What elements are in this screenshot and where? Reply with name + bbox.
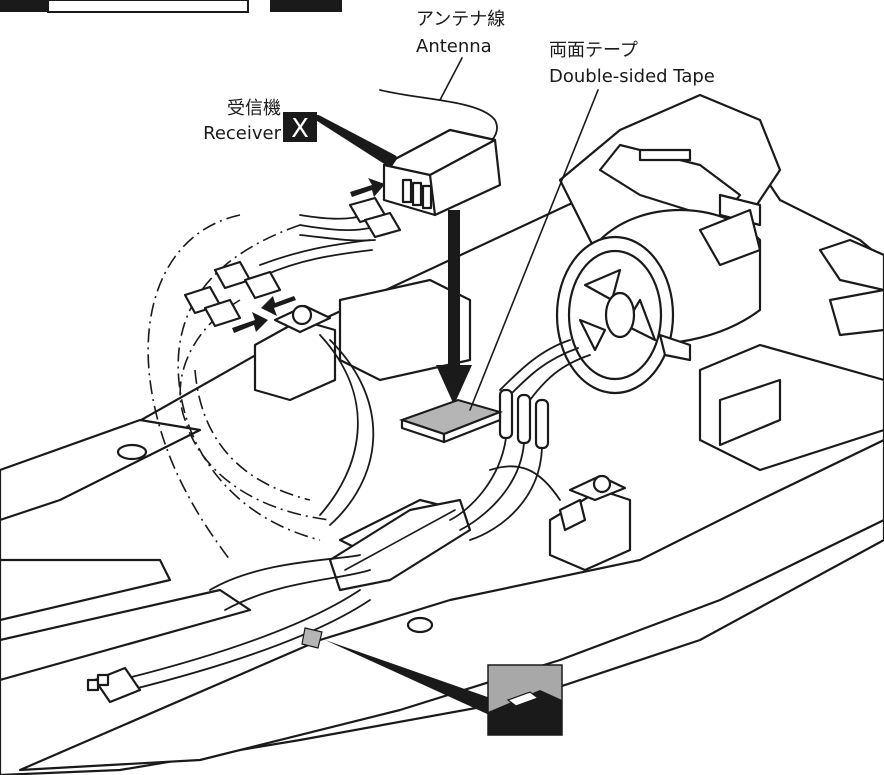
- labels: アンテナ線 Antenna 両面テープ Double-sided Tape 受信…: [203, 9, 715, 144]
- receiver-x-marker: X: [283, 112, 317, 144]
- speed-controller: [328, 498, 472, 592]
- battery-connector: [86, 666, 142, 704]
- plug-arrows: [232, 178, 385, 333]
- receiver-label-en: Receiver: [203, 123, 281, 144]
- top-left-step-boxes: [0, 0, 342, 13]
- leader-lines: [315, 57, 599, 718]
- rear-servo: [548, 474, 632, 572]
- detail-inset: [487, 664, 563, 736]
- front-servo: [253, 304, 337, 402]
- antenna-label-en: Antenna: [416, 36, 492, 57]
- tape-label-en: Double-sided Tape: [549, 66, 715, 87]
- receiver-box: [382, 128, 502, 217]
- tape-label-jp: 両面テープ: [549, 40, 638, 61]
- receiver-mark: X: [291, 114, 309, 144]
- double-sided-tape: [398, 398, 504, 444]
- servo-plugs: [183, 196, 402, 328]
- ducted-fan-unit: [555, 208, 762, 395]
- fuselage-tape-strip: [301, 627, 323, 649]
- antenna-label-jp: アンテナ線: [416, 9, 505, 30]
- receiver-label-jp: 受信機: [227, 98, 281, 119]
- install-arrow: [436, 210, 472, 405]
